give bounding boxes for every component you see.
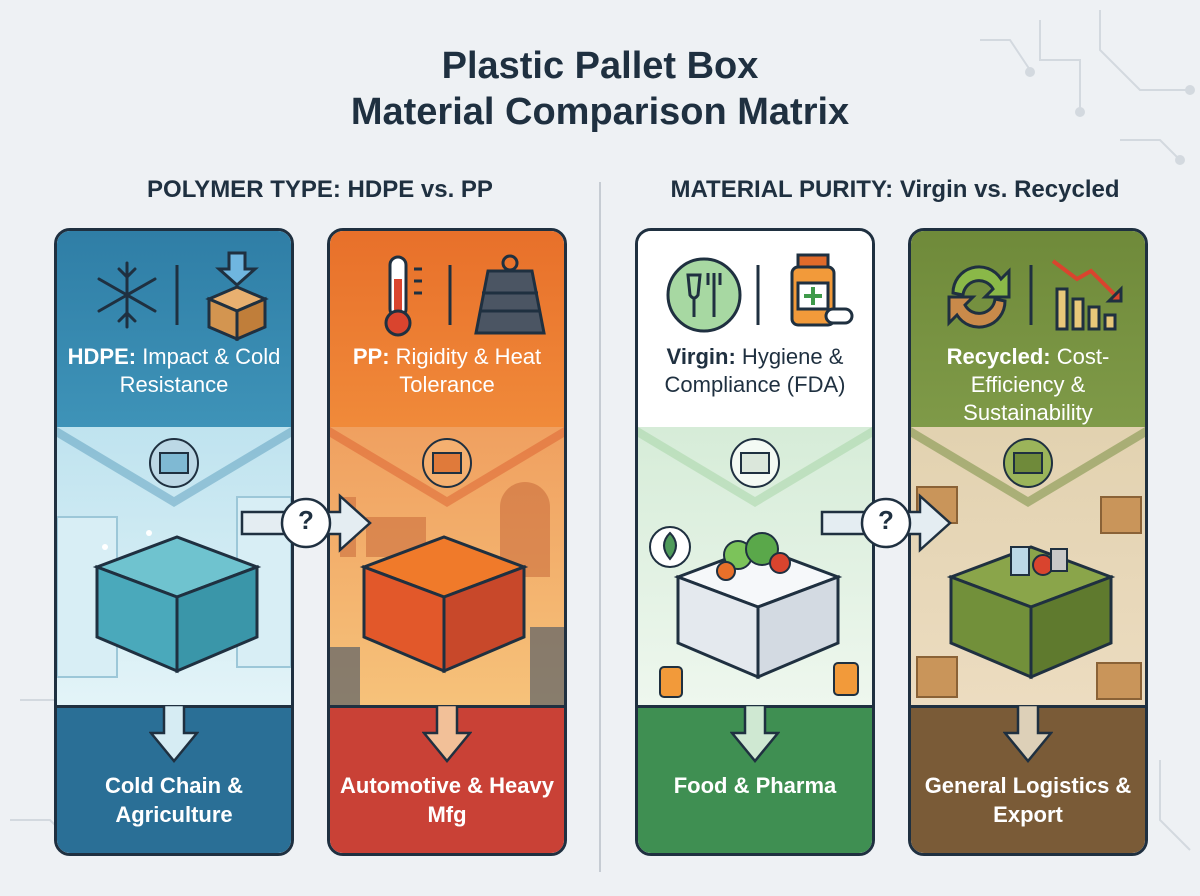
card-virgin-art bbox=[638, 427, 872, 698]
card-pp-icons bbox=[384, 254, 546, 337]
card-virgin-header bbox=[638, 231, 872, 427]
produce bbox=[716, 532, 791, 581]
compare-mark-polymer: ? bbox=[298, 505, 314, 535]
snowflake-icon bbox=[97, 261, 157, 329]
card-recycled-footer: General Logistics & Export bbox=[924, 773, 1132, 827]
card-pp: PP: Rigidity & Heat Tolerance Automotive… bbox=[327, 228, 567, 856]
card-hdpe-footer: Cold Chain & Agriculture bbox=[104, 773, 244, 827]
compare-mark-purity: ? bbox=[878, 505, 894, 535]
pallet-box-icon bbox=[730, 438, 780, 488]
card-hdpe-heading: HDPE: Impact & Cold Resistance bbox=[67, 344, 281, 397]
down-arrow-icon bbox=[149, 705, 199, 763]
card-recycled-art bbox=[911, 427, 1145, 700]
card-hdpe-icons bbox=[97, 251, 269, 341]
down-arrow-icon bbox=[422, 705, 472, 763]
card-virgin-heading: Virgin: Hygiene & Compliance (FDA) bbox=[664, 344, 846, 397]
card-pp-footer: Automotive & Heavy Mfg bbox=[340, 773, 554, 827]
thermometer-icon bbox=[384, 255, 422, 337]
card-recycled-icons bbox=[947, 259, 1123, 331]
card-pp-heading: PP: Rigidity & Heat Tolerance bbox=[352, 344, 542, 397]
food-safe-icon bbox=[666, 257, 742, 333]
pallet-box-icon bbox=[422, 438, 472, 488]
leaf-icon bbox=[649, 526, 691, 568]
question-icon bbox=[280, 497, 332, 549]
compare-arrow-purity bbox=[820, 493, 952, 553]
section-title-purity: MATERIAL PURITY: Virgin vs. Recycled bbox=[670, 176, 1120, 203]
medicine-bottle-icon bbox=[790, 253, 854, 327]
card-recycled: Recycled: Cost-Efficiency & Sustainabili… bbox=[908, 228, 1148, 856]
recycled-pallet-box bbox=[946, 545, 1116, 680]
pallet-box-icon bbox=[1003, 438, 1053, 488]
question-icon bbox=[860, 497, 912, 549]
down-arrow-icon bbox=[730, 705, 780, 763]
pp-pallet-box bbox=[359, 535, 529, 674]
hdpe-pallet-box bbox=[92, 535, 262, 674]
page-title-line2: Material Comparison Matrix bbox=[350, 91, 850, 133]
card-virgin: Virgin: Hygiene & Compliance (FDA) bbox=[635, 228, 875, 856]
compare-arrow-polymer bbox=[240, 493, 372, 553]
card-hdpe-art bbox=[57, 427, 291, 678]
pallet-box-icon bbox=[149, 438, 199, 488]
virgin-pallet-box bbox=[673, 545, 843, 680]
recycle-icon bbox=[947, 265, 1011, 329]
cost-down-chart-icon bbox=[1051, 259, 1123, 331]
card-virgin-footer: Food & Pharma bbox=[673, 773, 837, 798]
weight-icon bbox=[474, 254, 546, 335]
section-title-polymer: POLYMER TYPE: HDPE vs. PP bbox=[147, 176, 493, 203]
section-divider bbox=[599, 182, 601, 872]
impact-box-icon bbox=[205, 251, 269, 341]
card-recycled-heading: Recycled: Cost-Efficiency & Sustainabili… bbox=[946, 344, 1110, 425]
page-title-line1: Plastic Pallet Box bbox=[441, 45, 759, 87]
card-pp-art bbox=[330, 427, 564, 705]
down-arrow-icon bbox=[1003, 705, 1053, 763]
card-virgin-icons bbox=[666, 253, 854, 333]
